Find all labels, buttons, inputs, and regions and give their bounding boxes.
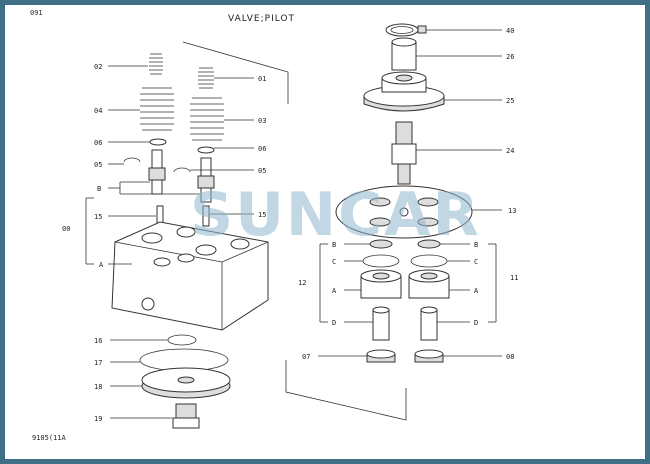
plate-25: [363, 71, 445, 112]
label-08: 08: [506, 353, 514, 361]
label-15-left: 15: [94, 213, 102, 221]
spring-large-04: [140, 87, 174, 131]
label-d-right: D: [474, 319, 478, 327]
label-17: 17: [94, 359, 102, 367]
clip-05-left: [123, 157, 141, 163]
label-d-left: D: [332, 319, 336, 327]
pin-15-right: [202, 205, 210, 227]
label-01: 01: [258, 75, 266, 83]
label-a-right-right: A: [474, 287, 479, 295]
label-05-left: 05: [94, 161, 102, 169]
joint-24: [391, 121, 417, 185]
label-12: 12: [298, 279, 306, 287]
frame-line-right-bottom: [285, 360, 407, 421]
piston-d-left: [372, 306, 390, 341]
bushing-a-left: [360, 269, 402, 299]
label-b-right-right: B: [474, 241, 478, 249]
clip-05-right: [173, 167, 191, 173]
seal-08: [414, 349, 444, 363]
label-11: 11: [510, 274, 518, 282]
label-19: 19: [94, 415, 102, 423]
drawing-code: 9105(11A: [32, 434, 67, 442]
frame-line-left-top: [182, 41, 289, 104]
label-26: 26: [506, 53, 514, 61]
bushing-a-right: [408, 269, 450, 299]
diagram-title: VALVE;PILOT: [228, 14, 295, 24]
label-03: 03: [258, 117, 266, 125]
spool-b-right: [197, 157, 215, 203]
label-b-right-left: B: [332, 241, 336, 249]
o-ring-c-left: [362, 254, 400, 268]
plate-13: [335, 185, 473, 239]
plug-19: [172, 403, 200, 429]
label-00: 00: [62, 225, 70, 233]
valve-body-casing: [111, 221, 269, 331]
left-leaders: [85, 65, 254, 419]
label-c-right: C: [474, 258, 478, 266]
piston-d-right: [420, 306, 438, 341]
label-40: 40: [506, 27, 514, 35]
right-leaders: [318, 29, 502, 357]
clamp-40: [385, 23, 427, 37]
label-06-left: 06: [94, 139, 102, 147]
label-04: 04: [94, 107, 102, 115]
washer-06-left: [149, 138, 167, 146]
label-b-left: B: [97, 185, 101, 193]
watermark-logo: SUNCAR: [190, 180, 481, 250]
label-18: 18: [94, 383, 102, 391]
label-a-right-left: A: [332, 287, 337, 295]
drawing-number: 091: [30, 9, 43, 17]
spool-b-left: [148, 149, 166, 195]
label-25: 25: [506, 97, 514, 105]
label-02: 02: [94, 63, 102, 71]
label-24: 24: [506, 147, 514, 155]
o-ring-16: [167, 334, 197, 346]
spring-small-02: [149, 53, 163, 75]
label-15-right: 15: [258, 211, 266, 219]
label-16: 16: [94, 337, 102, 345]
label-c-left: C: [332, 258, 336, 266]
label-07: 07: [302, 353, 310, 361]
label-a-left: A: [99, 261, 104, 269]
label-13: 13: [508, 207, 516, 215]
spring-large-03: [190, 97, 224, 141]
seal-07: [366, 349, 396, 363]
washer-06-right: [197, 146, 215, 154]
label-06-right: 06: [258, 145, 266, 153]
spring-small-01: [198, 67, 214, 89]
o-ring-c-right: [410, 254, 448, 268]
plate-18: [141, 367, 231, 399]
sleeve-26: [391, 37, 417, 71]
label-05-right: 05: [258, 167, 266, 175]
